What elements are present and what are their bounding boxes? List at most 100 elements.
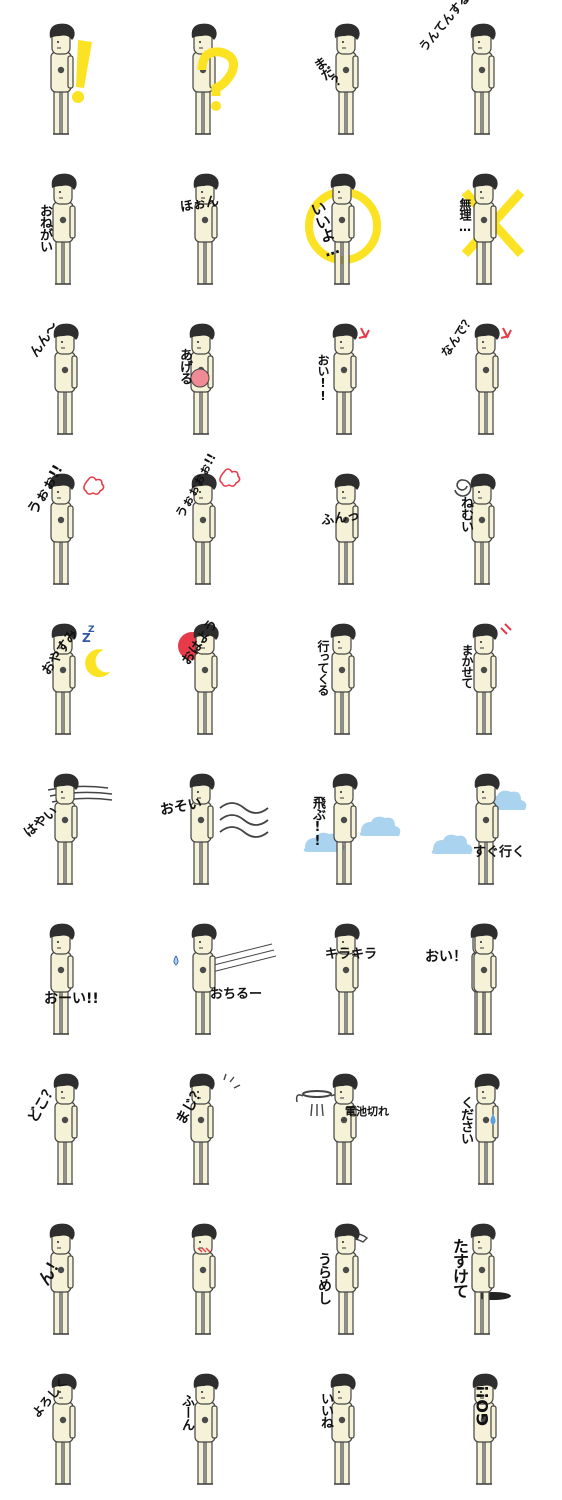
sticker-cell[interactable]: うぉぉ!! xyxy=(0,450,140,600)
sticker-cell[interactable]: キラキラ xyxy=(281,900,421,1050)
man-figure xyxy=(472,1373,498,1485)
sticker-label: おねがい xyxy=(37,204,52,252)
man-figure xyxy=(191,923,217,1035)
sticker-label: 飛ぶ!! xyxy=(310,796,325,848)
man-figure xyxy=(193,623,219,735)
steam-puff-icon xyxy=(83,476,105,495)
sticker-cell[interactable]: うんてんする xyxy=(416,0,561,150)
exclamation-mark-icon xyxy=(72,40,92,103)
sticker-cell[interactable]: どこ？ xyxy=(0,1050,140,1200)
man-figure xyxy=(49,1223,75,1335)
moon-icon xyxy=(85,649,110,678)
swirl-icon xyxy=(454,479,472,497)
ball-icon xyxy=(190,368,210,388)
sticker-cell[interactable]: GO!! xyxy=(421,1350,561,1500)
man-figure xyxy=(334,1223,360,1335)
sticker-label: おい！ xyxy=(425,949,467,965)
sticker-label: おちるー xyxy=(210,987,263,1002)
sticker-cell[interactable]: なんで？ xyxy=(421,300,561,450)
sticker-cell[interactable]: ! xyxy=(0,0,140,150)
man-figure xyxy=(330,623,356,735)
man-figure xyxy=(334,923,360,1035)
sticker-cell[interactable]: 無理… xyxy=(421,150,561,300)
man-figure xyxy=(470,1223,496,1335)
sticker-label: ねむい xyxy=(458,496,473,532)
sticker-cell[interactable]: はやい xyxy=(0,750,140,900)
sticker-cell[interactable]: おねがい xyxy=(0,150,140,300)
sticker-cell[interactable]: ほぉん xyxy=(140,150,280,300)
man-figure xyxy=(189,773,215,885)
sticker-cell[interactable]: まじ？ xyxy=(140,1050,280,1200)
man-figure xyxy=(191,23,217,135)
sticker-label: いいね xyxy=(318,1392,333,1428)
sticker-cell[interactable]: おい!! xyxy=(281,300,421,450)
svg-text:Z: Z xyxy=(82,631,91,645)
surprise-mark-icon xyxy=(223,1073,241,1089)
man-figure xyxy=(332,323,358,435)
sticker-cell[interactable]: おい！ xyxy=(421,900,561,1050)
sticker-cell[interactable]: いいね xyxy=(281,1350,421,1500)
tear-drop-icon xyxy=(490,1114,496,1125)
sticker-cell[interactable]: 電池切れ xyxy=(281,1050,421,1200)
man-figure xyxy=(334,23,360,135)
man-figure xyxy=(189,1073,215,1185)
man-figure xyxy=(470,23,496,135)
sticker-cell[interactable]: おそい xyxy=(140,750,280,900)
sticker-cell[interactable]: 行ってくる xyxy=(281,600,421,750)
man-figure xyxy=(53,773,79,885)
sticker-cell[interactable]: うぉぉぉぉ!! xyxy=(140,450,280,600)
sticker-cell[interactable]: おーい!! xyxy=(0,900,140,1050)
man-figure xyxy=(193,1373,219,1485)
sticker-label: 電池切れ xyxy=(345,1105,389,1118)
sticker-label: ください xyxy=(458,1096,473,1144)
sticker-label: GO!! xyxy=(473,1384,492,1426)
man-figure xyxy=(332,773,358,885)
man-figure xyxy=(51,623,77,735)
sticker-cell[interactable]: たすけて xyxy=(421,1200,561,1350)
sticker-cell[interactable]: ? xyxy=(140,0,280,150)
sticker-cell[interactable]: まだ？ xyxy=(281,0,421,150)
man-figure xyxy=(472,173,498,285)
sleep-z-icon: ZZ xyxy=(82,625,95,645)
speed-lines-icon xyxy=(219,802,269,838)
man-figure xyxy=(330,173,356,285)
svg-text:Z: Z xyxy=(88,625,95,635)
sticker-cell[interactable]: よろしく xyxy=(0,1350,140,1500)
man-figure xyxy=(330,1373,356,1485)
sticker-cell[interactable]: ふんっ xyxy=(281,450,421,600)
man-figure xyxy=(53,323,79,435)
sticker-cell[interactable] xyxy=(140,1200,280,1350)
anger-mark-icon xyxy=(500,327,512,339)
sticker-cell[interactable]: 飛ぶ!! xyxy=(281,750,421,900)
sticker-label: まかせて xyxy=(460,644,474,688)
sticker-cell[interactable]: うらめし xyxy=(281,1200,421,1350)
sticker-cell[interactable]: ねむい xyxy=(421,450,561,600)
sticker-cell[interactable]: あげる xyxy=(140,300,280,450)
man-figure xyxy=(193,173,219,285)
sticker-cell[interactable]: ください xyxy=(421,1050,561,1200)
man-figure xyxy=(49,473,75,585)
sticker-cell[interactable]: おちるー xyxy=(140,900,280,1050)
sticker-cell[interactable]: いいよ… xyxy=(281,150,421,300)
anger-mark-icon xyxy=(358,327,370,339)
sticker-label: すぐ行く xyxy=(473,845,526,860)
sticker-label: 無理… xyxy=(458,198,472,233)
sticker-cell[interactable]: ふーん xyxy=(140,1350,280,1500)
sticker-cell[interactable]: まかせて xyxy=(421,600,561,750)
sticker-cell[interactable]: んん～ xyxy=(0,300,140,450)
sticker-cell[interactable]: おはよう xyxy=(140,600,280,750)
man-figure xyxy=(332,1073,358,1185)
sticker-label: あげる xyxy=(177,348,192,384)
question-mark-icon xyxy=(197,47,238,111)
man-figure xyxy=(474,773,500,885)
sticker-cell[interactable]: すぐ行く xyxy=(421,750,561,900)
man-figure xyxy=(472,923,498,1035)
blush-icon xyxy=(197,1247,211,1253)
sticker-label: 行ってくる xyxy=(316,640,330,695)
sticker-cell[interactable]: ん！ xyxy=(0,1200,140,1350)
sticker-label: おい!! xyxy=(316,354,330,402)
sticker-label: たすけて xyxy=(450,1238,469,1298)
sticker-label: キラキラ xyxy=(325,947,378,962)
